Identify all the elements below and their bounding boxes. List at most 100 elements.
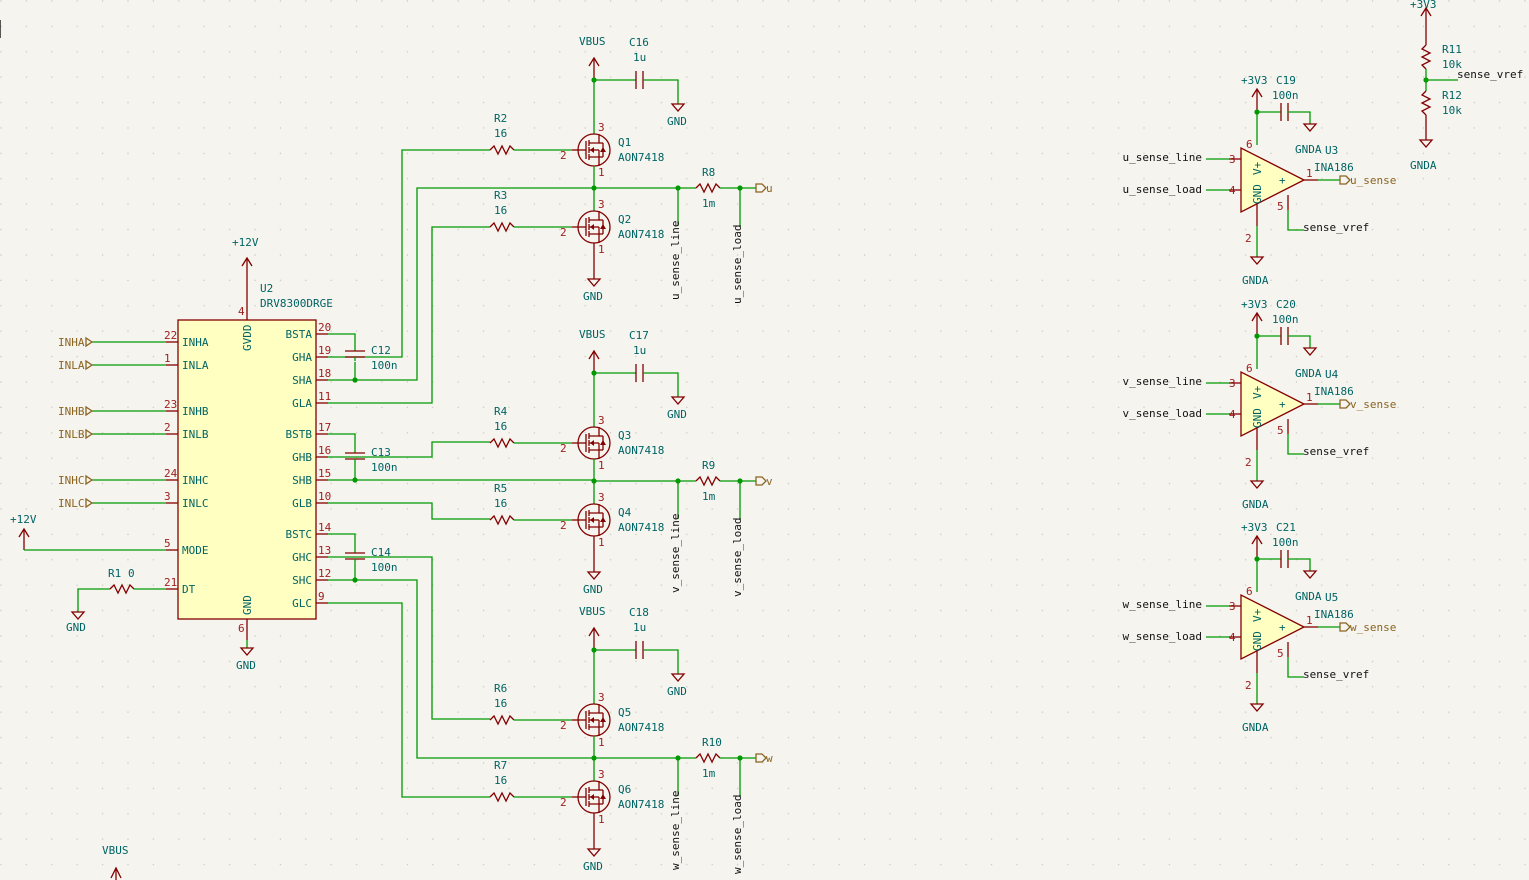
amp-in-neg-net: w_sense_load — [1123, 630, 1202, 643]
svg-text:+3V3: +3V3 — [1241, 298, 1268, 311]
svg-text:GNDA: GNDA — [1295, 143, 1322, 156]
q-low-ref: Q6 — [618, 783, 631, 796]
half-bridge-w[interactable]: VBUSGNDC181uR616231Q5AON7418wR101mw_sens… — [489, 605, 773, 874]
pin-number: 17 — [318, 421, 331, 434]
svg-text:1: 1 — [598, 813, 605, 826]
pin-label: SHA — [292, 374, 312, 387]
gvdd-label: GVDD — [241, 325, 254, 352]
svg-text:2: 2 — [560, 519, 567, 532]
cap-value: 100n — [371, 461, 398, 474]
hier-label: INLC — [58, 497, 85, 510]
svg-text:GNDA: GNDA — [1242, 498, 1269, 511]
bus-cap-value: 1u — [633, 621, 646, 634]
svg-text:+12V: +12V — [232, 236, 259, 249]
svg-text:+: + — [1279, 398, 1286, 411]
r-low-value: 16 — [494, 774, 507, 787]
svg-text:3: 3 — [598, 121, 605, 134]
amp-in-neg-net: v_sense_load — [1123, 407, 1202, 420]
bus-cap-ref: C16 — [629, 36, 649, 49]
amp-ref: U5 — [1325, 591, 1338, 604]
svg-text:5: 5 — [1277, 424, 1284, 437]
phase-output-label: u — [766, 182, 773, 195]
shunt-ref: R9 — [702, 459, 715, 472]
pin-number: 21 — [164, 576, 177, 589]
pin-number: 22 — [164, 329, 177, 342]
sense-load-net: u_sense_load — [731, 225, 744, 304]
svg-text:GNDA: GNDA — [1242, 721, 1269, 734]
svg-text:GND: GND — [667, 685, 687, 698]
driver-ref: U2 — [260, 282, 273, 295]
amp-value: INA186 — [1314, 385, 1354, 398]
pin-number: 18 — [318, 367, 331, 380]
svg-text:2: 2 — [1245, 679, 1252, 692]
svg-text:GND: GND — [1251, 408, 1264, 428]
svg-text:+12V: +12V — [10, 513, 37, 526]
q-high-value: AON7418 — [618, 721, 664, 734]
half-bridge-u[interactable]: VBUSGNDC161uR216231Q1AON7418uR81mu_sense… — [489, 35, 773, 304]
svg-text:V+: V+ — [1251, 608, 1264, 622]
driver-pin-sha[interactable]: SHA 18 — [292, 367, 331, 387]
q-high-value: AON7418 — [618, 444, 664, 457]
pin-label: INHB — [182, 405, 209, 418]
half-bridges: VBUSGNDC161uR216231Q1AON7418uR81mu_sense… — [489, 35, 773, 874]
svg-text:1: 1 — [1306, 614, 1313, 627]
svg-text:R12: R12 — [1442, 89, 1462, 102]
q-high-value: AON7418 — [618, 151, 664, 164]
amp-cap-ref: C20 — [1276, 298, 1296, 311]
svg-text:V+: V+ — [1251, 161, 1264, 175]
driver-pin-bstb[interactable]: BSTB 17 — [286, 421, 332, 441]
svg-text:2: 2 — [560, 226, 567, 239]
pin-label: INLC — [182, 497, 209, 510]
vbus-label: VBUS — [579, 328, 606, 341]
amp-cap-value: 100n — [1272, 89, 1299, 102]
hier-label: INHB — [58, 405, 85, 418]
svg-text:2: 2 — [1245, 456, 1252, 469]
sense-line-net: w_sense_line — [669, 791, 682, 870]
pin-number: 1 — [164, 352, 171, 365]
pin-label: GHC — [292, 551, 312, 564]
amp-cap-value: 100n — [1272, 536, 1299, 549]
svg-text:VBUS: VBUS — [102, 844, 129, 857]
hier-label: INHA — [58, 336, 85, 349]
half-bridge-v[interactable]: VBUSGNDC171uR416231Q3AON7418vR91mv_sense… — [489, 328, 773, 597]
vref-divider[interactable]: +3V3 GNDA sense_vref R11 10k R12 10k — [1410, 0, 1523, 172]
pin-label: INHA — [182, 336, 209, 349]
driver-u2[interactable]: U2 DRV8300DRGE 4 GVDD 6 GND INHA22INHAIN… — [58, 282, 333, 640]
pin-number: 10 — [318, 490, 331, 503]
amp-cap-ref: C21 — [1276, 521, 1296, 534]
pin-label: BSTB — [286, 428, 313, 441]
amp-in-pos-net: v_sense_line — [1123, 375, 1202, 388]
amp-out-label: u_sense — [1350, 174, 1396, 187]
cap-value: 100n — [371, 359, 398, 372]
resistor-r1[interactable]: R1 0 GND — [66, 567, 166, 634]
pin-label: INHC — [182, 474, 209, 487]
svg-text:1: 1 — [598, 536, 605, 549]
